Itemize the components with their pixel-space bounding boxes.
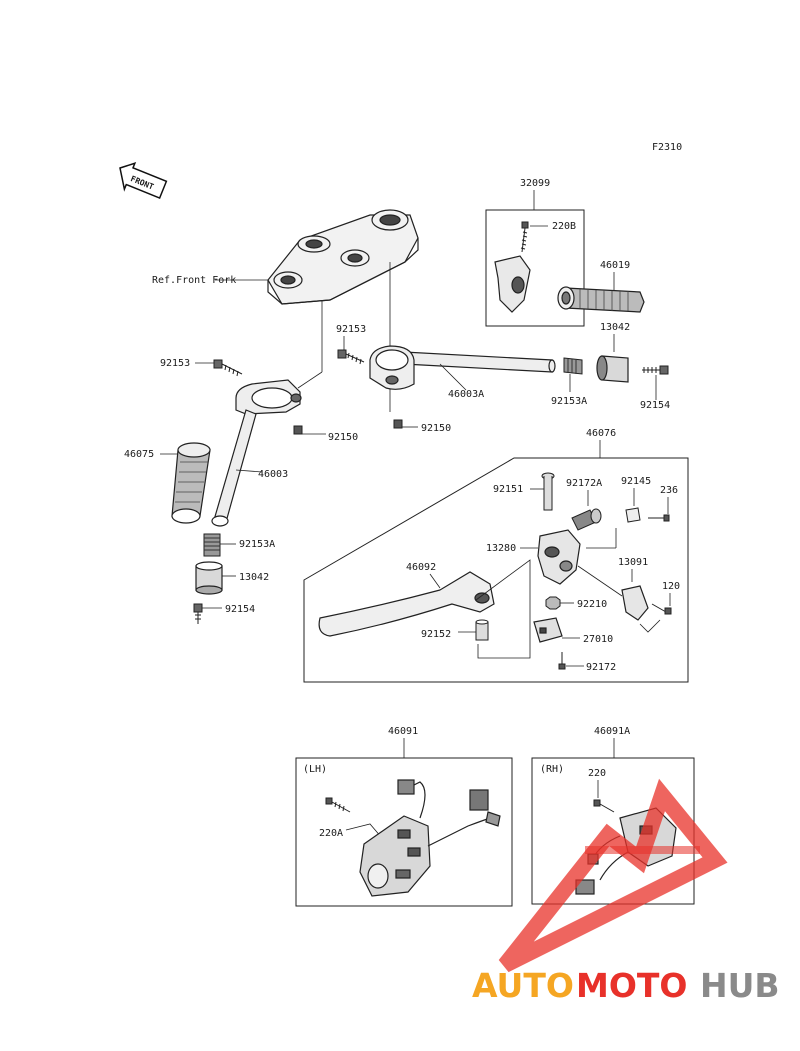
- label-220a: 220A: [319, 828, 343, 839]
- lever-callout-box: [303, 457, 689, 683]
- screw-92172: [558, 652, 566, 670]
- screw-220a: [325, 797, 351, 813]
- label-46019: 46019: [600, 260, 630, 271]
- nut-92210: [545, 596, 561, 610]
- spring-92145: [625, 507, 641, 523]
- left-grip: [171, 442, 211, 524]
- label-46075: 46075: [124, 449, 154, 460]
- top-triple-clamp: [267, 209, 419, 305]
- bolt-120: [651, 603, 672, 615]
- screw-220b: [520, 221, 529, 253]
- label-92145: 92145: [621, 476, 651, 487]
- watermark-moto: MOTO: [576, 966, 687, 1005]
- label-92172a: 92172A: [566, 478, 602, 489]
- label-120: 120: [662, 581, 680, 592]
- throttle-housing: [494, 255, 531, 313]
- label-46091: 46091: [388, 726, 418, 737]
- pivot-bolt-92151: [541, 472, 555, 511]
- label-92154-left: 92154: [225, 604, 255, 615]
- label-13280: 13280: [486, 543, 516, 554]
- label-92153a-left: 92153A: [239, 539, 275, 550]
- screw-92154-left: [193, 603, 203, 624]
- label-220b: 220B: [552, 221, 576, 232]
- label-13042-top: 13042: [600, 322, 630, 333]
- screw-92150-right: [393, 419, 403, 429]
- lh-label: (LH): [303, 764, 327, 775]
- label-46003a: 46003A: [448, 389, 484, 400]
- label-46092: 46092: [406, 562, 436, 573]
- label-92154-top: 92154: [640, 400, 670, 411]
- label-92153a-top: 92153A: [551, 396, 587, 407]
- label-13042-left: 13042: [239, 572, 269, 583]
- lh-switch-box: [295, 757, 513, 907]
- bar-end-weight-top: [596, 355, 629, 383]
- adjuster-92172a: [571, 508, 602, 531]
- bar-end-collar-top: [563, 357, 583, 375]
- lever-holder-13280: [537, 529, 581, 585]
- throttle-callout-box: [485, 209, 585, 327]
- bar-end-collar-left: [203, 533, 221, 557]
- lh-switch-housing: [359, 815, 431, 897]
- screw-236: [648, 514, 670, 522]
- screw-92153-top: [337, 349, 365, 365]
- clamp-13091: [621, 585, 649, 621]
- clutch-lever-46092: [318, 571, 495, 637]
- bar-end-weight-left: [195, 561, 223, 595]
- screw-92150-left: [293, 425, 303, 435]
- label-92150-b: 92150: [421, 423, 451, 434]
- automotohub-watermark: AUTO MOTO HUB: [472, 778, 780, 1005]
- label-27010: 27010: [583, 634, 613, 645]
- rh-label: (RH): [540, 764, 564, 775]
- label-46076: 46076: [586, 428, 616, 439]
- figure-code: F2310: [652, 142, 682, 153]
- right-handlebar: [369, 345, 556, 390]
- label-220: 220: [588, 768, 606, 779]
- label-236: 236: [660, 485, 678, 496]
- screw-92153-left: [213, 359, 243, 377]
- watermark-auto: AUTO: [472, 966, 574, 1005]
- lh-wiring: [397, 779, 501, 847]
- right-grip: [557, 286, 645, 313]
- label-92151: 92151: [493, 484, 523, 495]
- left-handlebar: [211, 379, 302, 527]
- label-92210: 92210: [577, 599, 607, 610]
- switch-27010: [533, 617, 563, 643]
- label-92172: 92172: [586, 662, 616, 673]
- label-92153-left: 92153: [160, 358, 190, 369]
- label-92150-a: 92150: [328, 432, 358, 443]
- label-92153-top: 92153: [336, 324, 366, 335]
- label-46003: 46003: [258, 469, 288, 480]
- ref-front-fork-label: Ref.Front Fork: [152, 275, 236, 286]
- front-arrow-icon: FRONT: [119, 162, 168, 200]
- label-92152: 92152: [421, 629, 451, 640]
- label-32099: 32099: [520, 178, 550, 189]
- screw-220: [593, 799, 615, 813]
- watermark-hub: HUB: [700, 966, 780, 1005]
- screw-92154-top: [642, 365, 669, 375]
- label-46091a: 46091A: [594, 726, 630, 737]
- label-13091: 13091: [618, 557, 648, 568]
- bushing-92152: [475, 619, 489, 641]
